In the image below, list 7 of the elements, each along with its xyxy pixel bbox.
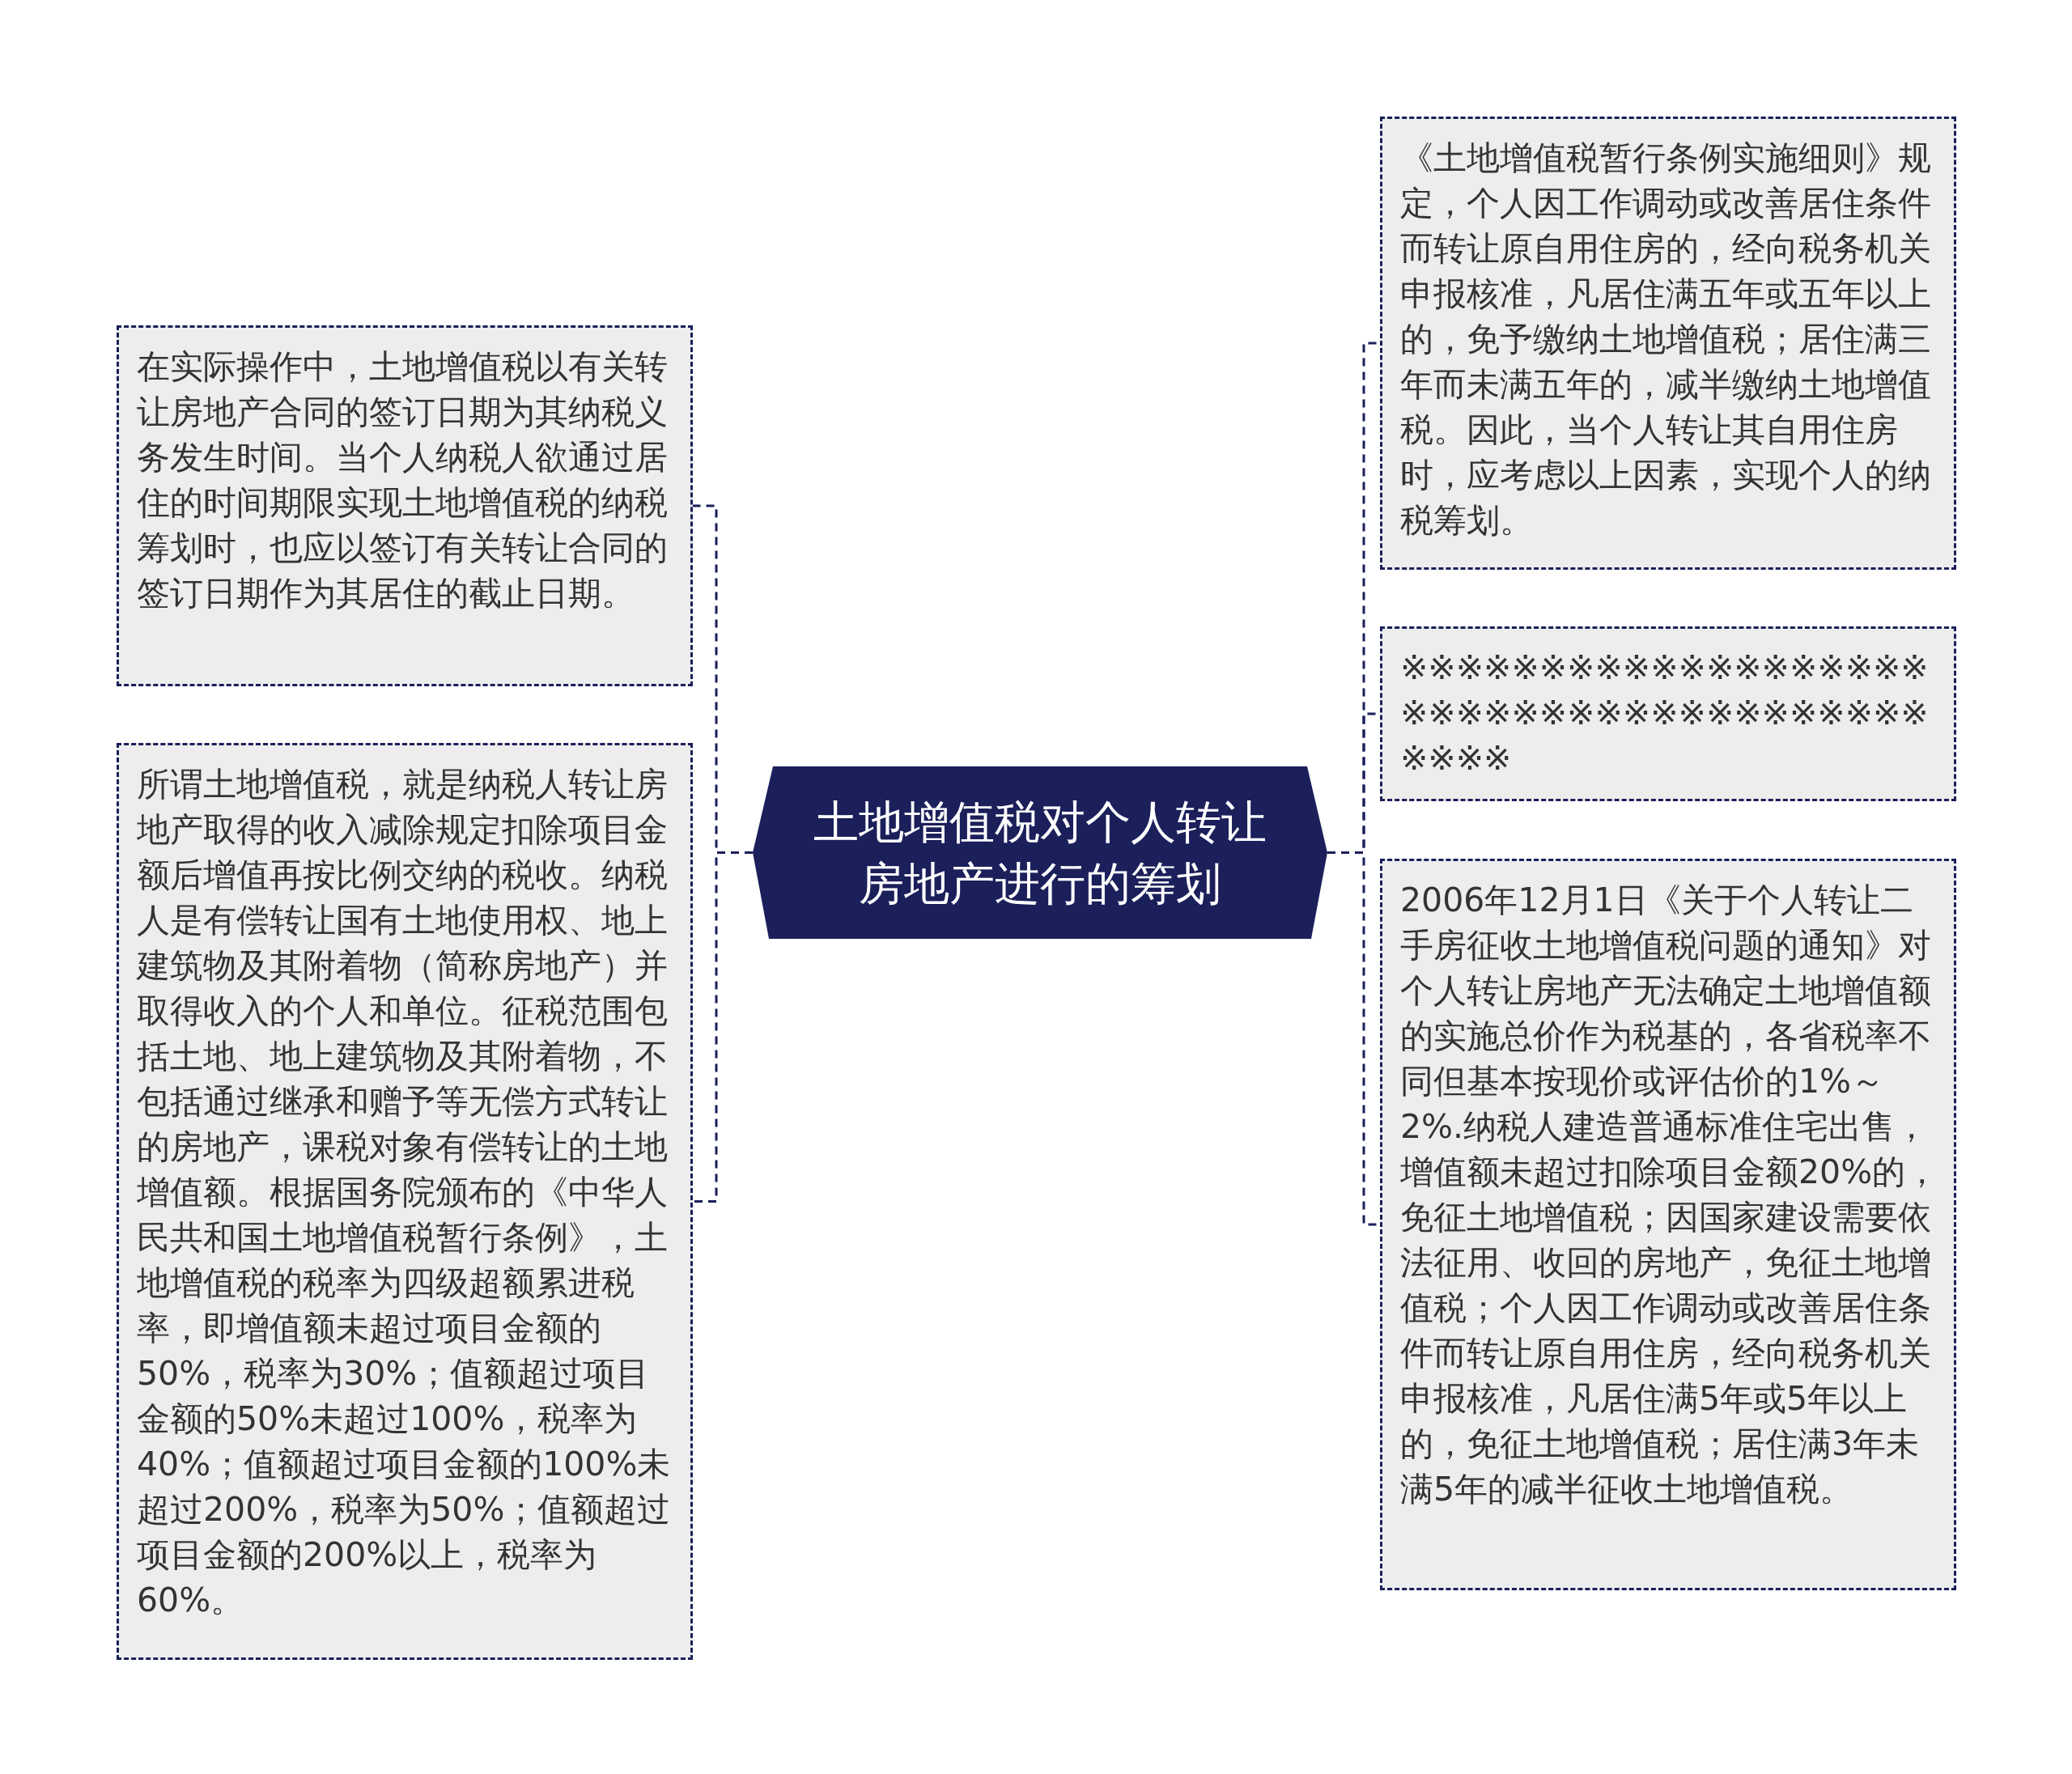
- note-box: ※※※※※※※※※※※※※※※※※※※※※※※※※※※※※※※※※※※※※※※※※※: [1380, 626, 1956, 801]
- note-box: 所谓土地增值税，就是纳税人转让房地产取得的收入减除规定扣除项目金额后增值再按比例交纳的税收。纳税人是有偿转让国有土地使用权、地上建筑物及其附着物（简称房地产）并取得收入的个人和单位。征税范围包括土地、地上建筑物及其附着物，不包括通过继承和赠予等无偿方式转让的房地产，课税对象有偿转让的土地增值额。根据国务院颁布的《中华人民共和国土地增值税暂行条例》，土地增值税的税率为四级超额累进税率，即增值额未超过项目金额的50%，税率为30%；值额超过项目金额的50%未超过100%，税率为40%；值额超过项目金额的100%未超过200%，税率为50%；值额超过项目金额的200%以上，税率为60%。: [117, 743, 693, 1660]
- note-box: 《土地增值税暂行条例实施细则》规定，个人因工作调动或改善居住条件而转让原自用住房的，经向税务机关申报核准，凡居住满五年或五年以上的，免予缴纳土地增值税；居住满三年而未满五年的，减半缴纳土地增值税。因此，当个人转让其自用住房时，应考虑以上因素，实现个人的纳税筹划。: [1380, 117, 1956, 570]
- topic-hexagon: 土地增值税对个人转让房地产进行的筹划: [753, 766, 1327, 939]
- note-box: 在实际操作中，土地增值税以有关转让房地产合同的签订日期为其纳税义务发生时间。当个人纳税人欲通过居住的时间期限实现土地增值税的纳税筹划时，也应以签订有关转让合同的签订日期作为其居住的截止日期。: [117, 325, 693, 686]
- connector-line: [693, 851, 753, 1203]
- note-box: 2006年12月1日《关于个人转让二手房征收土地增值税问题的通知》对个人转让房地产无法确定土地增值额的实施总价作为税基的，各省税率不同但基本按现价或评估价的1%～2%.纳税人建造普通标准住宅出售，增值额未超过扣除项目金额20%的，免征土地增值税；因国家建设需要依法征用、收回的房地产，免征土地增值税；个人因工作调动或改善居住条件而转让原自用住房，经向税务机关申报核准，凡居住满5年或5年以上的，免征土地增值税；居住满3年未满5年的减半征收土地增值税。: [1380, 859, 1956, 1590]
